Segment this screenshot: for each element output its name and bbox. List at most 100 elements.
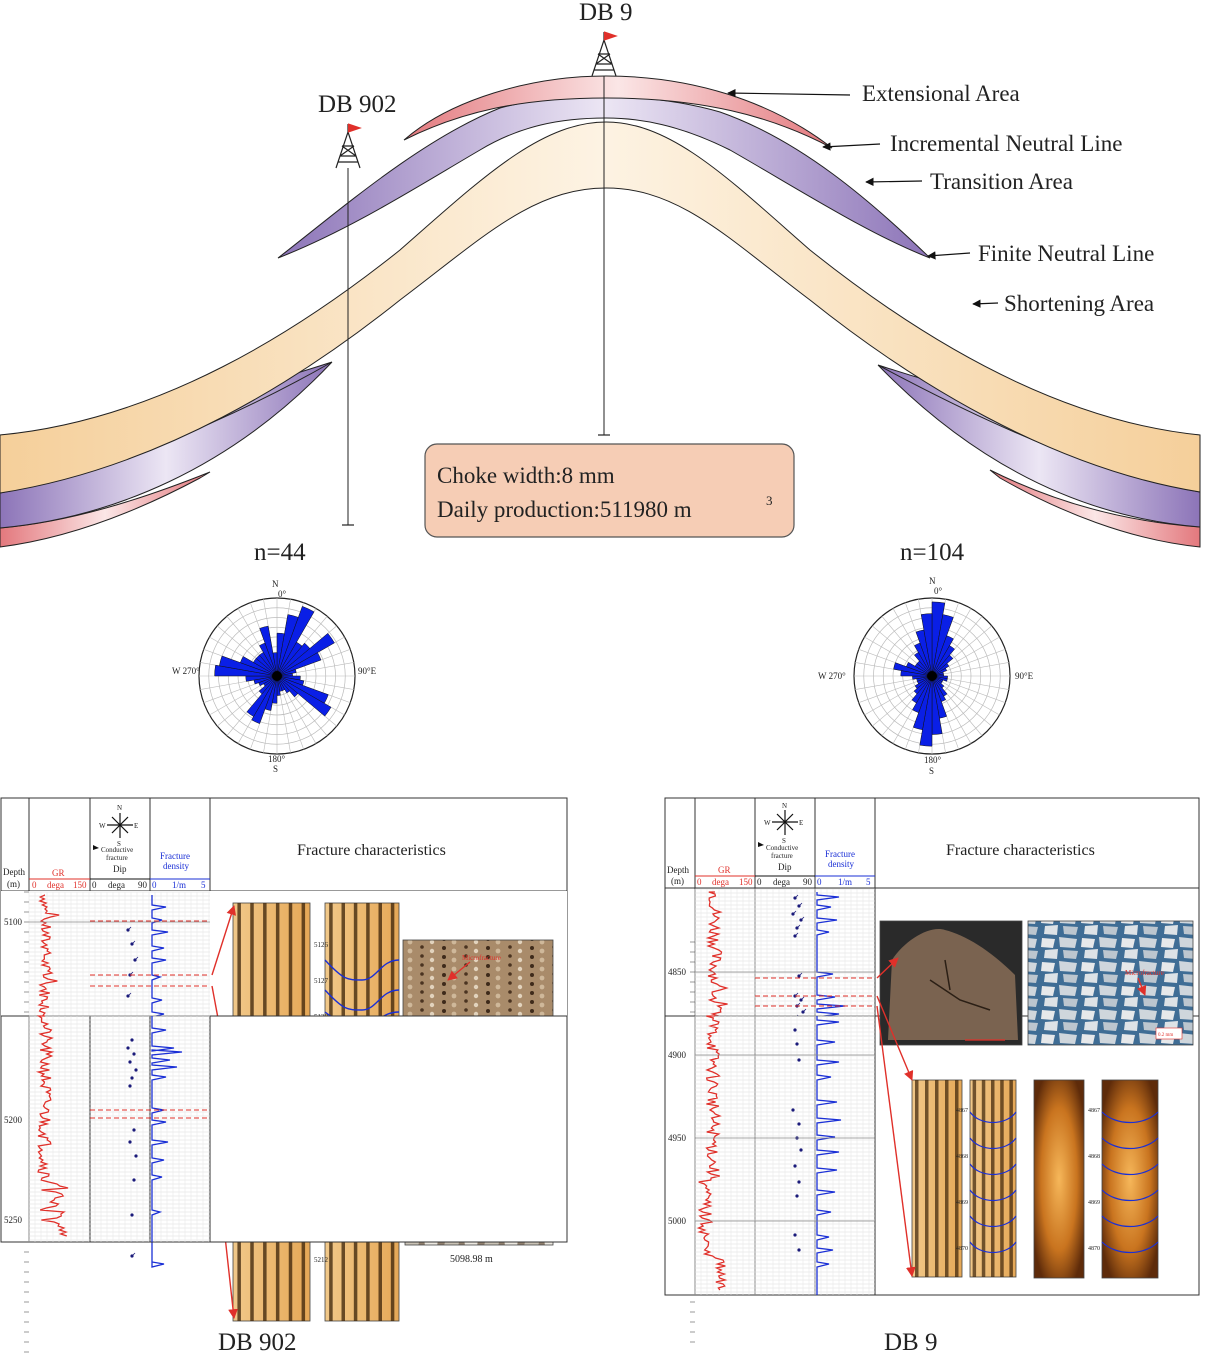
label-transition-area: Transition Area bbox=[930, 169, 1073, 194]
rose-petal bbox=[912, 675, 933, 713]
dip-tadpole-tail bbox=[794, 894, 799, 899]
fmi-stripe bbox=[378, 903, 382, 1109]
rose-left-south-letter: S bbox=[273, 764, 278, 774]
rose-petal bbox=[931, 663, 950, 677]
microfracture-arrow bbox=[447, 961, 471, 981]
zone-labels: Extensional Area Incremental Neutral Lin… bbox=[727, 81, 1154, 316]
fmi-stripe bbox=[263, 903, 267, 1109]
compass-icon bbox=[107, 813, 133, 838]
choke-width-text: Choke width:8 mm bbox=[437, 463, 615, 488]
dip-tadpole-tail bbox=[798, 902, 803, 907]
rose-petal bbox=[931, 635, 954, 677]
depth-unit: (m) bbox=[7, 879, 20, 889]
depth-tick-label: 4950 bbox=[668, 1133, 687, 1143]
rose-petal bbox=[931, 654, 954, 677]
dip-tadpole-tail bbox=[800, 916, 805, 921]
tadpole-icon bbox=[758, 842, 764, 847]
compass-w: W bbox=[99, 822, 106, 830]
conductive-label: Conductive bbox=[766, 844, 798, 852]
fd-title2: density bbox=[828, 859, 854, 869]
depth-tick-label: 4900 bbox=[668, 1050, 687, 1060]
extensional-layer-right bbox=[989, 469, 1201, 548]
gr-min: 0 bbox=[32, 880, 37, 890]
gr-max: 150 bbox=[73, 880, 87, 890]
rose-petal bbox=[911, 675, 933, 704]
rose-spoke bbox=[931, 675, 1000, 716]
fd-max: 5 bbox=[866, 877, 871, 887]
rose-petal bbox=[276, 633, 335, 677]
anticline-section bbox=[0, 75, 1201, 548]
conductive-label: Conductive bbox=[101, 846, 133, 854]
rose-right-west: W 270° bbox=[818, 671, 846, 681]
fd-unit: 1/m bbox=[838, 877, 852, 887]
derrick-icon bbox=[335, 123, 362, 169]
fd-min: 0 bbox=[152, 880, 157, 890]
fracture-characteristics-title: Fracture characteristics bbox=[297, 842, 446, 859]
rose-petal bbox=[276, 675, 290, 694]
fmi-depth-tick: 5127 bbox=[314, 977, 329, 985]
dip-tadpole-tail bbox=[134, 956, 139, 961]
dip-tadpole-tail bbox=[127, 992, 132, 997]
depth-tick-label: 5100 bbox=[4, 917, 23, 927]
gr-unit: dega bbox=[712, 877, 729, 887]
rose-petal bbox=[914, 675, 933, 689]
rose-left-east: 90°E bbox=[358, 666, 377, 676]
fmi-sinusoid bbox=[324, 989, 400, 1011]
well-db902-label: DB 902 bbox=[318, 91, 396, 118]
fracture-characteristics-title: Fracture characteristics bbox=[946, 842, 1095, 859]
dip-tadpole-tail bbox=[792, 910, 797, 915]
dip-tadpole-tail bbox=[802, 1008, 807, 1013]
microfracture-label: Microfracture bbox=[462, 954, 501, 962]
extensional-area-top bbox=[403, 75, 833, 149]
fmi-stripe bbox=[237, 903, 241, 1109]
depth-label: Depth bbox=[667, 865, 689, 875]
gr-max: 150 bbox=[739, 877, 753, 887]
well-db9-label: DB 9 bbox=[579, 0, 632, 26]
rose-left-west: W 270° bbox=[172, 666, 200, 676]
rose-center bbox=[272, 671, 282, 681]
fmi-stripe bbox=[301, 903, 306, 1109]
log-panel-left-lower bbox=[0, 1015, 568, 1243]
compass-icon bbox=[772, 810, 798, 835]
dip-unit: dega bbox=[108, 880, 125, 890]
fracture-word: fracture bbox=[771, 852, 793, 860]
dip-tadpole-tail bbox=[794, 932, 799, 937]
log-panel-right: Depth (m) GR 0 dega 150 N S E W Conducti… bbox=[664, 797, 1200, 1343]
fmi-depth-tick: 5126 bbox=[314, 941, 329, 949]
rose-right-south-letter: S bbox=[929, 766, 934, 776]
depth-tick-label: 4850 bbox=[668, 967, 687, 977]
fmi-stripe bbox=[390, 903, 395, 1109]
rose-petal bbox=[913, 675, 933, 695]
dip-tadpole-tail bbox=[131, 1252, 136, 1257]
compass-s: S bbox=[117, 840, 121, 848]
rose-center bbox=[927, 671, 937, 681]
rose-petal bbox=[906, 662, 933, 677]
unit-superscript: 3 bbox=[766, 493, 773, 508]
shortening-layer bbox=[0, 121, 1201, 494]
rose-right-north-letter: N bbox=[929, 576, 936, 586]
rose-right: n=104 N 0° 90°E W 270° 180° S bbox=[818, 539, 1034, 776]
dip-tadpole-tail bbox=[131, 940, 136, 945]
rose-petal bbox=[276, 675, 299, 698]
rose-petal bbox=[276, 669, 297, 677]
rose-right-north-deg: 0° bbox=[934, 586, 943, 596]
fmi-stripe bbox=[366, 903, 370, 1109]
fd-min: 0 bbox=[817, 877, 822, 887]
rose-left-petals bbox=[214, 606, 335, 724]
link-arrow bbox=[211, 905, 236, 976]
compass-n: N bbox=[117, 804, 122, 812]
dip-min: 0 bbox=[757, 877, 762, 887]
production-box: Choke width:8 mm Daily production:511980… bbox=[424, 443, 795, 538]
rose-petal bbox=[931, 645, 955, 677]
rose-petal bbox=[246, 675, 278, 717]
daily-production-text: Daily production:511980 m bbox=[437, 497, 692, 522]
depth-unit: (m) bbox=[671, 876, 684, 886]
fd-title1: Fracture bbox=[825, 849, 855, 859]
dip-tadpole-tail bbox=[127, 926, 132, 931]
fmi-stripe bbox=[275, 903, 280, 1109]
label-incremental-neutral-line: Incremental Neutral Line bbox=[890, 131, 1122, 156]
rose-right-count: n=104 bbox=[900, 539, 965, 566]
dip-max: 90 bbox=[138, 880, 148, 890]
